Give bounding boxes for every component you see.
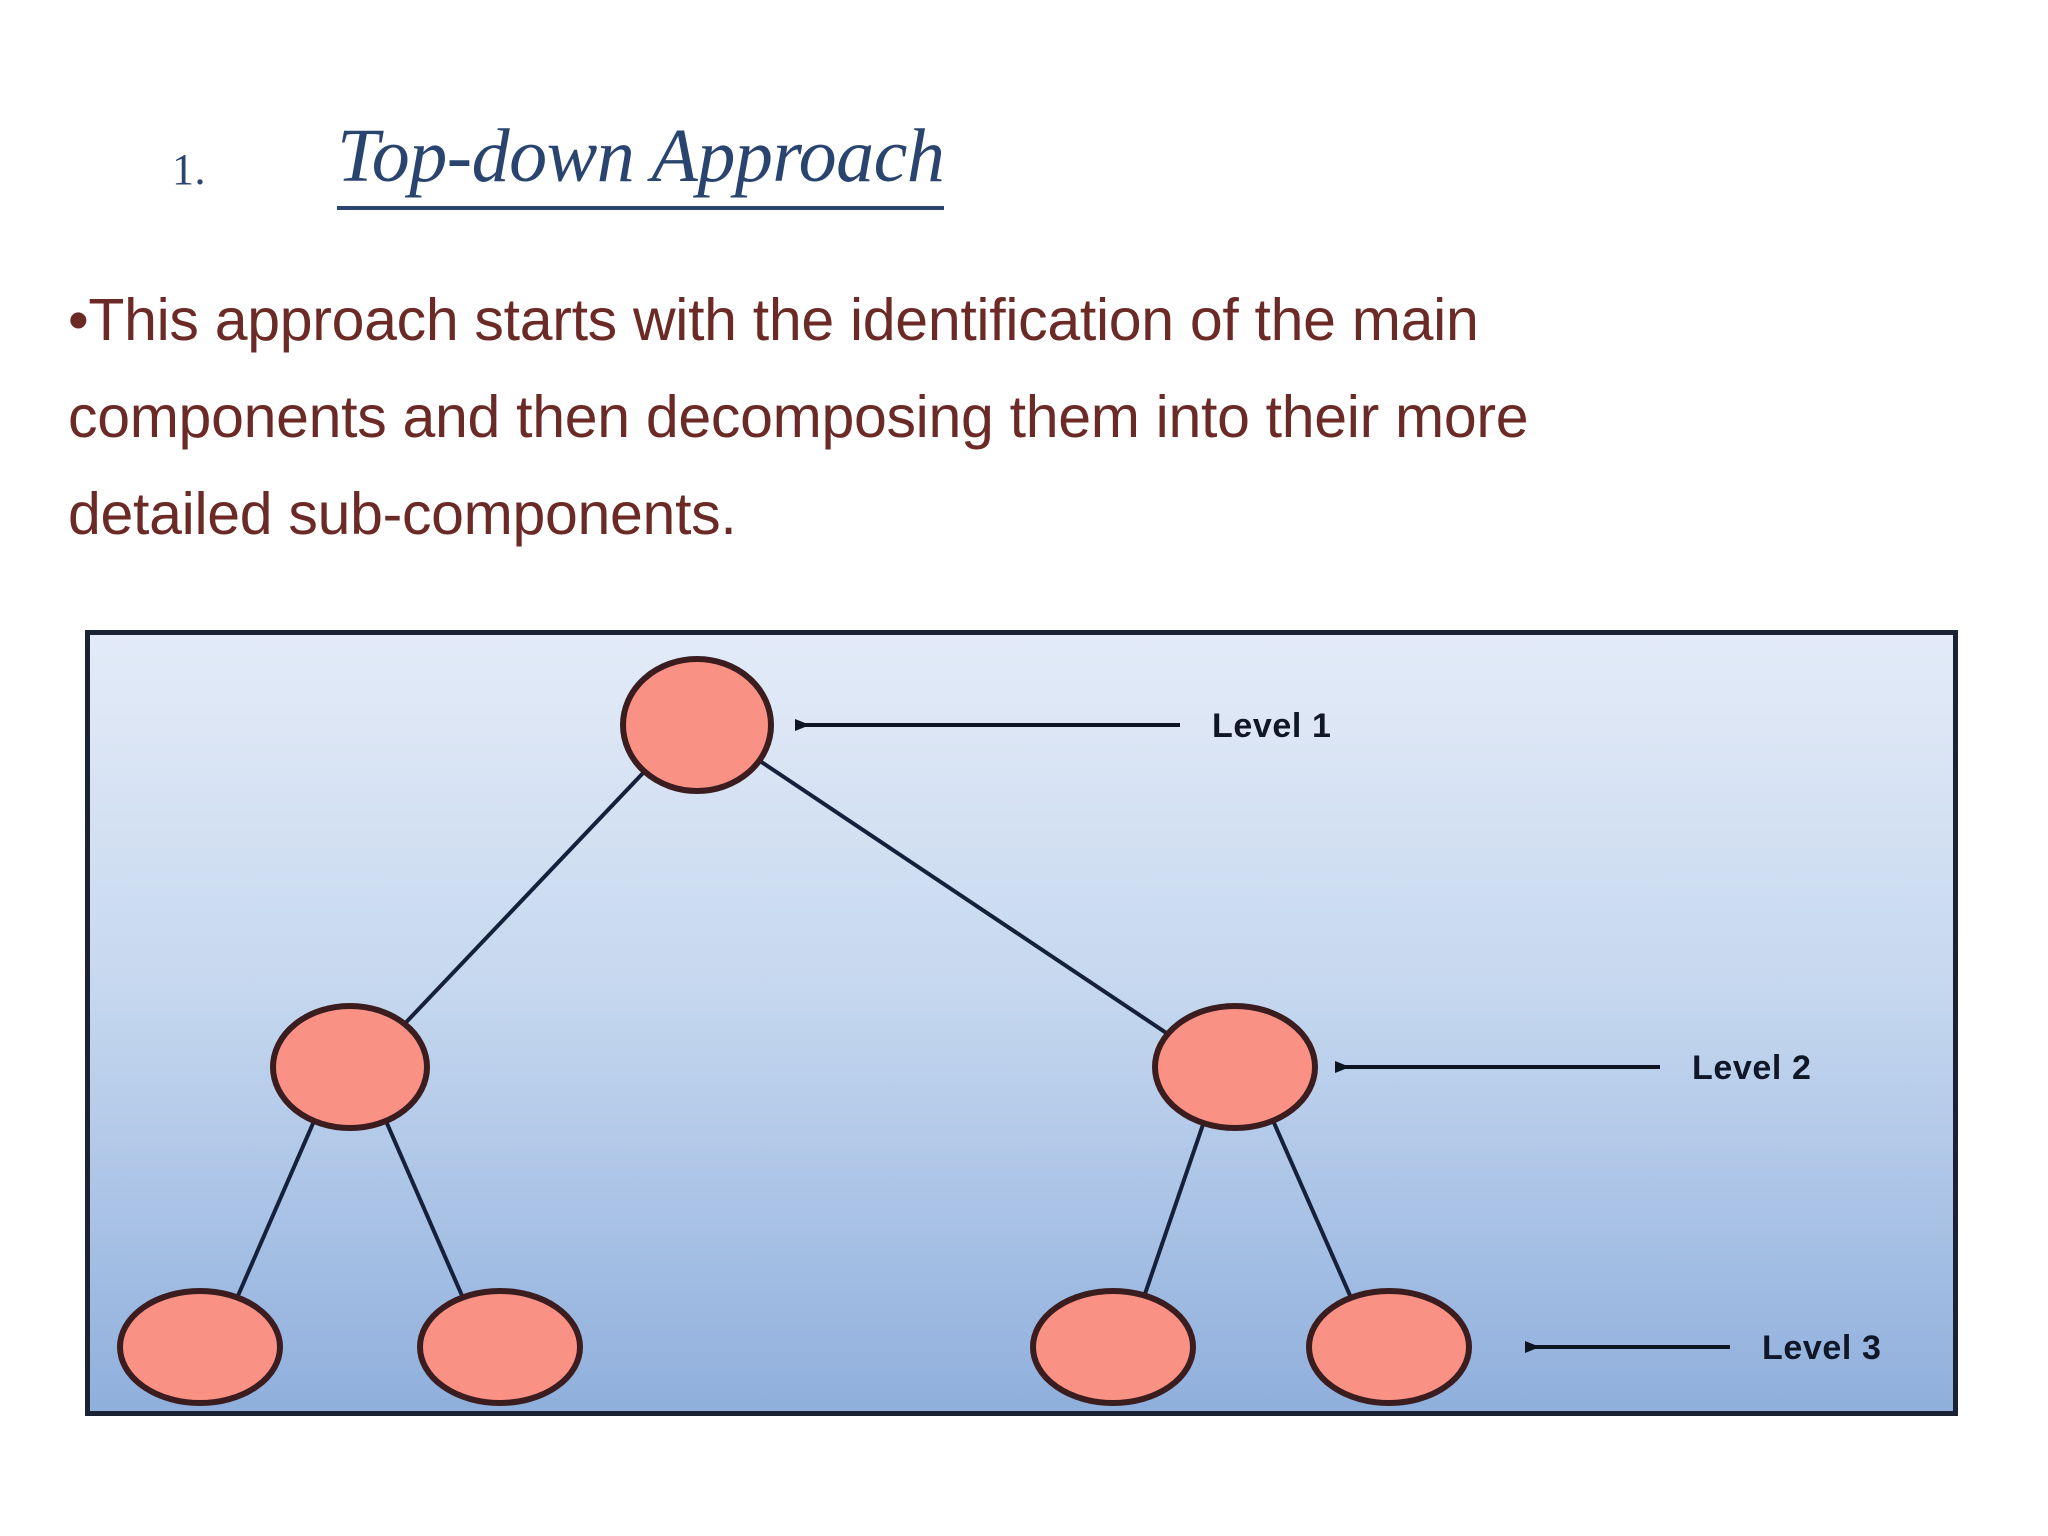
tree-node-n2-r[interactable] [1152, 1003, 1318, 1131]
level-annotations: Level 1 Level 2 Level 3 [795, 707, 1882, 1367]
tree-edge [401, 768, 648, 1028]
tree-edges [234, 757, 1354, 1301]
label-level-1: Level 1 [1212, 707, 1332, 745]
tree-edge [383, 1117, 466, 1301]
tree-node-n3-2[interactable] [417, 1288, 583, 1406]
label-level-2: Level 2 [1692, 1049, 1812, 1087]
tree-edge [1141, 1120, 1207, 1299]
tree-edge [1270, 1117, 1354, 1301]
tree-nodes [117, 656, 1472, 1406]
tree-node-n3-4[interactable] [1306, 1288, 1472, 1406]
page-title: Top-down Approach [337, 108, 945, 210]
body-line-2: components and then decomposing them int… [68, 384, 1529, 450]
tree-node-n3-3[interactable] [1030, 1288, 1196, 1406]
tree-node-n3-1[interactable] [117, 1288, 283, 1406]
tree-edge [234, 1117, 317, 1301]
body-line-1: •This approach starts with the identific… [68, 287, 1479, 353]
title-number: 1. [172, 145, 206, 194]
tree-node-root[interactable] [620, 656, 774, 794]
tree-node-n2-l[interactable] [270, 1003, 430, 1131]
decomposition-diagram: Level 1 Level 2 Level 3 [85, 630, 1958, 1416]
body-line-3: detailed sub-components. [68, 481, 737, 547]
tree-edge [755, 757, 1172, 1038]
slide-title: 1. Top-down Approach [0, 108, 2048, 218]
body-paragraph: •This approach starts with the identific… [68, 272, 1968, 563]
label-level-3: Level 3 [1762, 1329, 1882, 1367]
diagram-canvas: Level 1 Level 2 Level 3 [117, 656, 1882, 1406]
